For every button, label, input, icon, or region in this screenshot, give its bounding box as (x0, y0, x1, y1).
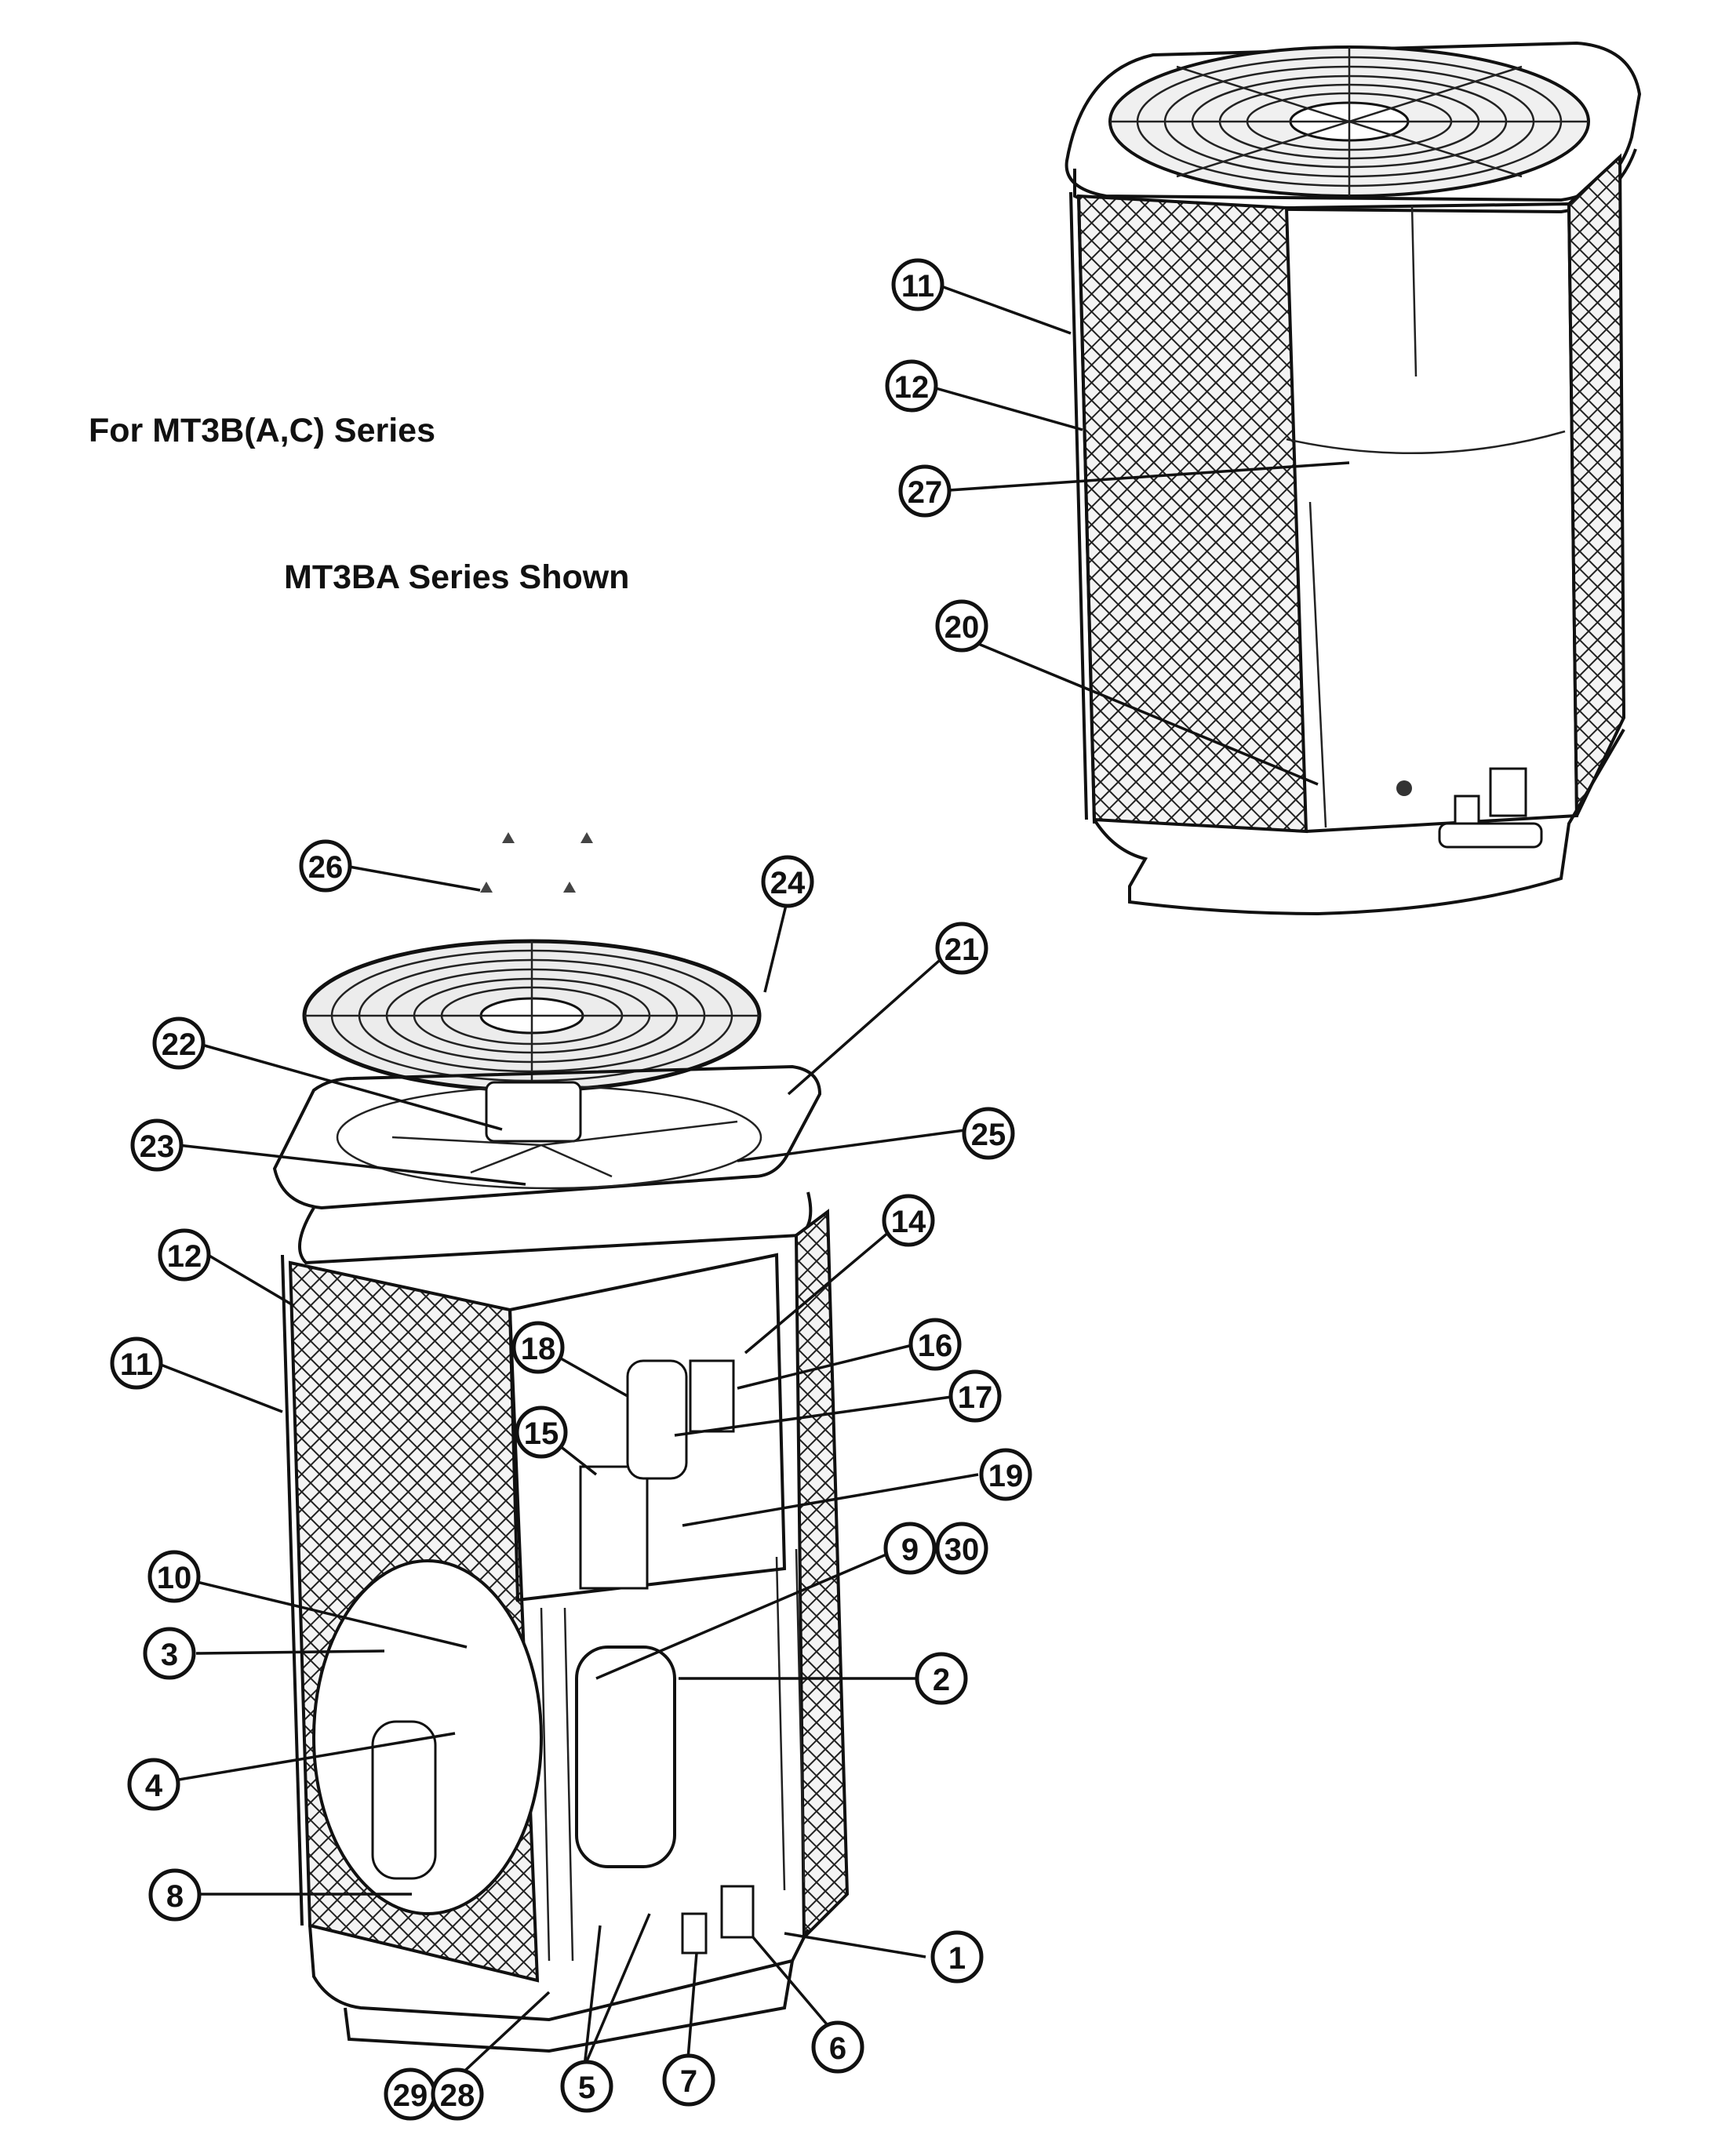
callout-29: 29 (384, 2067, 437, 2121)
svg-text:26: 26 (308, 850, 344, 885)
svg-text:2: 2 (933, 1663, 950, 1697)
svg-text:1: 1 (948, 1941, 966, 1976)
assembled-unit-drawing (1065, 41, 1642, 916)
svg-text:22: 22 (162, 1027, 197, 1062)
callout-3: 3 (143, 1627, 196, 1680)
svg-text:8: 8 (166, 1879, 184, 1914)
svg-text:12: 12 (894, 370, 930, 405)
top-screws (480, 832, 593, 893)
callout-20: 20 (935, 599, 988, 653)
callout-24: 24 (761, 855, 814, 908)
callout-28: 28 (431, 2067, 484, 2121)
callout-8: 8 (148, 1868, 202, 1922)
callout-11-exploded: 11 (110, 1336, 163, 1390)
svg-text:11: 11 (901, 269, 934, 304)
svg-text:27: 27 (908, 475, 943, 510)
callout-19: 19 (979, 1448, 1032, 1501)
svg-text:24: 24 (770, 866, 806, 900)
callout-12-assembled: 12 (885, 359, 938, 413)
callout-11-assembled: 11 (891, 258, 944, 311)
callout-15: 15 (515, 1406, 568, 1459)
svg-text:7: 7 (680, 2064, 697, 2099)
svg-text:3: 3 (161, 1638, 178, 1672)
svg-text:6: 6 (829, 2031, 846, 2066)
svg-text:9: 9 (901, 1533, 919, 1567)
fan-guard-grill (302, 939, 762, 1093)
exploded-unit-drawing (272, 832, 850, 2053)
callout-12-exploded: 12 (158, 1228, 211, 1282)
svg-text:17: 17 (958, 1380, 993, 1415)
callout-26: 26 (299, 839, 352, 893)
svg-text:15: 15 (524, 1416, 559, 1451)
shown-series-title: MT3BA Series Shown (284, 558, 630, 596)
svg-text:30: 30 (944, 1533, 980, 1567)
callout-21: 21 (935, 922, 988, 975)
svg-text:23: 23 (140, 1129, 175, 1164)
callout-10: 10 (147, 1550, 201, 1603)
callout-23: 23 (130, 1118, 184, 1172)
svg-text:10: 10 (157, 1561, 192, 1595)
svg-text:18: 18 (521, 1332, 556, 1366)
callout-9: 9 (883, 1522, 937, 1575)
callout-4: 4 (127, 1758, 180, 1811)
callout-30: 30 (935, 1522, 988, 1575)
callout-7: 7 (662, 2053, 715, 2107)
svg-text:4: 4 (145, 1769, 163, 1803)
callout-14: 14 (882, 1194, 935, 1247)
callout-1: 1 (930, 1930, 984, 1984)
callout-22: 22 (152, 1016, 206, 1070)
callout-2: 2 (915, 1652, 968, 1705)
callout-27: 27 (898, 464, 952, 518)
svg-text:28: 28 (440, 2078, 475, 2113)
svg-text:20: 20 (944, 610, 980, 645)
top-fan-grill (1108, 45, 1590, 198)
svg-text:19: 19 (988, 1459, 1024, 1493)
callout-5: 5 (560, 2060, 613, 2113)
svg-text:12: 12 (167, 1239, 202, 1274)
callout-18: 18 (511, 1321, 565, 1374)
svg-text:21: 21 (944, 933, 980, 967)
callout-17: 17 (948, 1369, 1002, 1423)
svg-text:16: 16 (918, 1329, 953, 1363)
svg-text:29: 29 (393, 2078, 428, 2113)
coil-return-bends (540, 1548, 806, 1962)
callout-6: 6 (811, 2020, 864, 2074)
leader-lines (160, 285, 1350, 2080)
service-valves (1396, 767, 1543, 849)
callout-16: 16 (908, 1318, 962, 1371)
svg-text:14: 14 (891, 1205, 926, 1239)
svg-text:11: 11 (120, 1347, 153, 1382)
series-title: For MT3B(A,C) Series (89, 412, 436, 449)
svg-text:25: 25 (971, 1118, 1006, 1152)
svg-text:5: 5 (578, 2071, 595, 2105)
callout-25: 25 (962, 1107, 1015, 1160)
